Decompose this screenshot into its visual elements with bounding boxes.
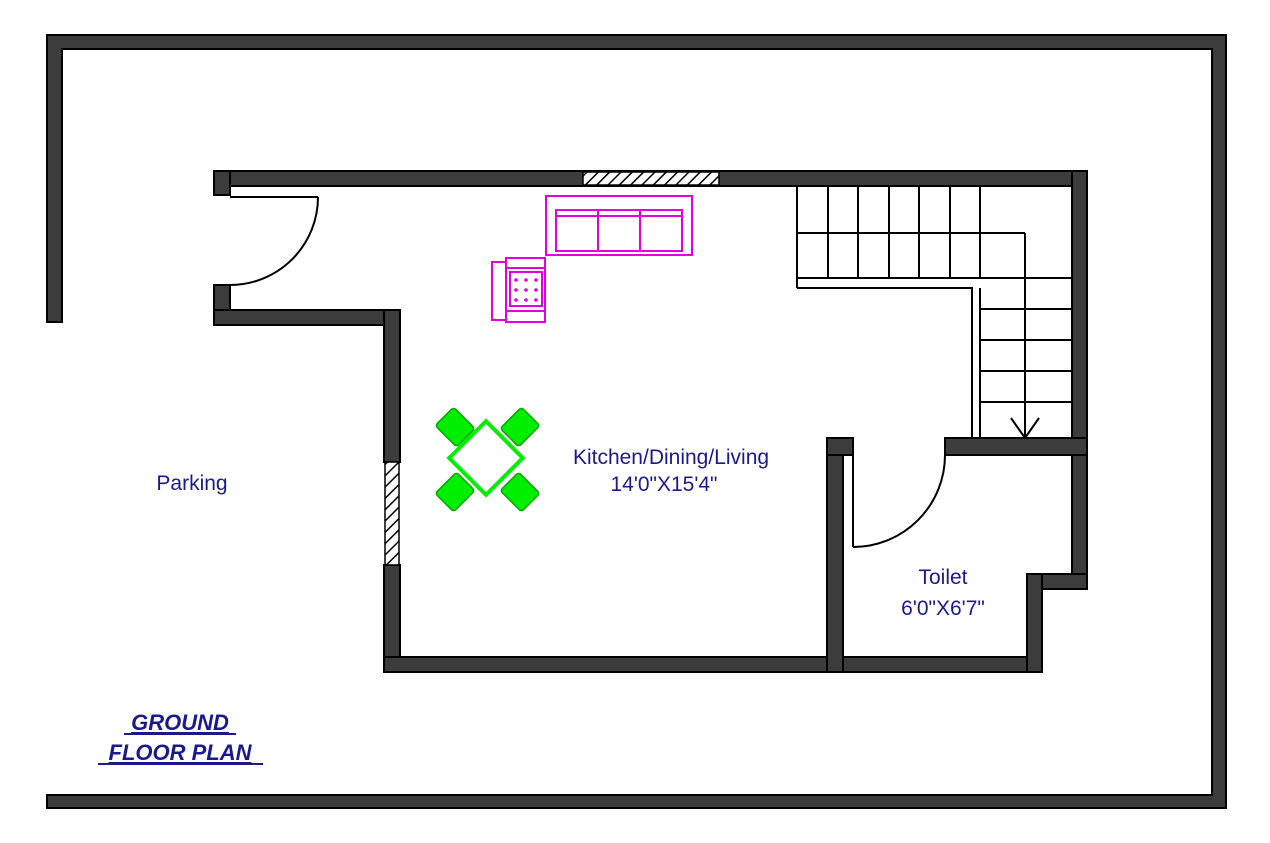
- staircase: [796, 186, 1072, 440]
- right-wall-lower: [1026, 573, 1043, 673]
- toilet-size: 6'0"X6'7": [901, 597, 985, 620]
- kitchen-label: Kitchen/Dining/Living: [573, 446, 769, 469]
- left-wall-upper: [213, 170, 231, 196]
- house-walls: [213, 170, 1088, 673]
- top-window: [582, 171, 720, 186]
- toilet-left-wall: [826, 437, 844, 673]
- bottom-wall: [383, 656, 1043, 673]
- toilet-label: Toilet: [918, 566, 967, 589]
- dining-chair-ne: [500, 407, 540, 447]
- dining-chair-nw: [435, 407, 475, 447]
- dining-table: [446, 418, 526, 498]
- toilet-door: [852, 440, 946, 548]
- side-window: [384, 461, 400, 566]
- dining-chair-se: [500, 472, 540, 512]
- dining-set: [435, 407, 540, 512]
- armchair: [491, 257, 546, 323]
- step-wall: [213, 309, 401, 326]
- living-left-wall-upper: [383, 309, 401, 463]
- toilet-top-wall-left: [826, 437, 854, 456]
- toilet-top-wall-right: [944, 437, 1088, 456]
- kitchen-size: 14'0"X15'4": [610, 473, 717, 496]
- parking-label: Parking: [156, 472, 227, 495]
- living-left-wall-lower: [383, 564, 401, 673]
- dining-chair-sw: [435, 472, 475, 512]
- outer-boundary-wall: [46, 34, 1227, 809]
- entry-door: [229, 196, 319, 286]
- right-wall-upper: [1071, 170, 1088, 590]
- plan-title-line2: FLOOR PLAN: [109, 740, 253, 765]
- sofa: [545, 195, 693, 256]
- plan-title-line1: GROUND: [131, 710, 229, 735]
